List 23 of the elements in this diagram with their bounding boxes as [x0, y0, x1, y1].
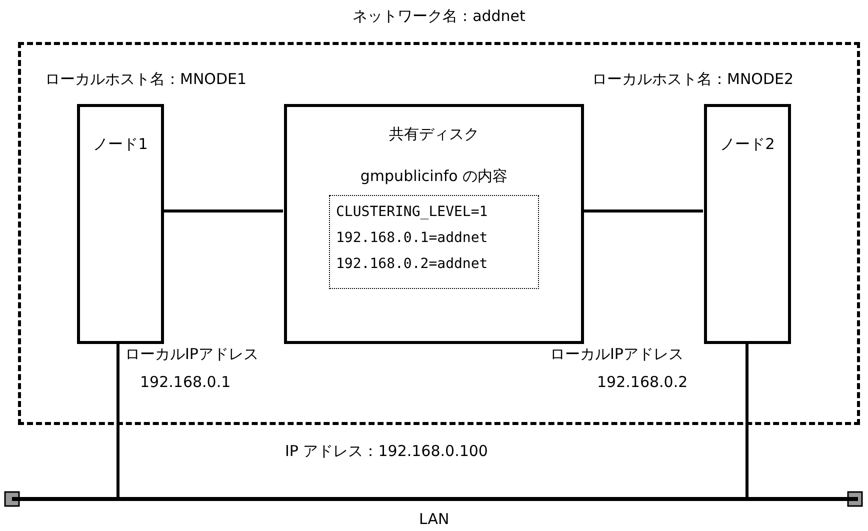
- config-line: 192.168.0.1=addnet: [336, 230, 488, 247]
- connector-line: [583, 210, 703, 212]
- file-contents-box: [329, 195, 539, 289]
- network-label: LAN: [419, 510, 450, 528]
- node-label: ノード2: [719, 135, 776, 153]
- ip-address-label: IP アドレス：192.168.0.100: [285, 442, 488, 460]
- contents-heading: gmpublicinfo の内容: [359, 167, 509, 185]
- ip-address-label: ローカルIPアドレス: [125, 345, 258, 363]
- ip-address-value: 192.168.0.1: [140, 373, 231, 391]
- node-box: [77, 104, 164, 344]
- connector-line: [116, 343, 120, 497]
- config-line: CLUSTERING_LEVEL=1: [336, 204, 488, 221]
- ip-address-label: ローカルIPアドレス: [550, 345, 684, 363]
- hostname-label: ローカルホスト名：MNODE2: [592, 70, 794, 88]
- config-line: 192.168.0.2=addnet: [336, 256, 488, 273]
- ip-address-value: 192.168.0.2: [597, 373, 688, 391]
- connector-line: [746, 343, 748, 497]
- node-label: ノード1: [92, 135, 149, 153]
- network-name: ネットワーク名：addnet: [352, 7, 526, 25]
- connector-line: [163, 210, 283, 212]
- node-box: [704, 104, 791, 344]
- node-label: 共有ディスク: [388, 125, 480, 143]
- hostname-label: ローカルホスト名：MNODE1: [45, 70, 247, 88]
